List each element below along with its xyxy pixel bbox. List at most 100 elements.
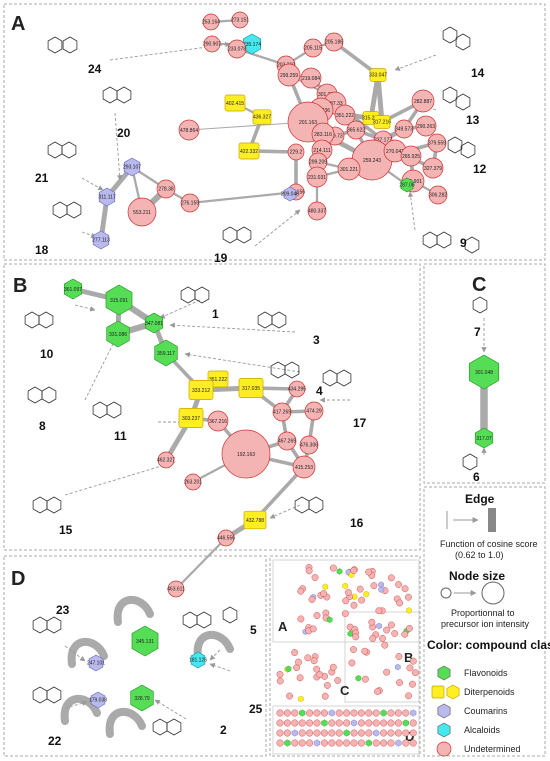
node-label: 436.327 [253,114,271,120]
compound-number-17: 17 [353,416,367,430]
compound-number-16: 16 [350,516,364,530]
edge-a-44 [188,190,298,205]
overview-node [285,665,292,673]
structure-ring-19 [180,286,196,304]
structure-ring-41 [32,616,48,634]
network-node-a-40: 287.06 [399,177,415,193]
network-node-a-41: 306.282 [428,185,448,205]
structure-ring-12 [442,86,458,104]
structure-ring-26 [38,311,54,329]
network-node-b-1: 315.091 [105,284,133,316]
structure-ring-8 [222,226,238,244]
overview-node [276,719,284,727]
structure-ring-32 [336,369,352,387]
network-node-a-7: 205.186 [324,32,344,52]
overview-node [350,646,357,653]
node-label: 349.573 [395,126,413,132]
self-loop-edge-1 [67,637,108,668]
node-label: 259.243 [363,158,381,164]
overview-node [297,615,305,623]
network-node-b-21: 463.611 [167,580,185,598]
overview-letter-a: A [278,619,288,634]
structure-ring-25 [24,311,40,329]
structure-ring-23 [270,361,286,379]
overview-node [343,719,351,727]
structure-ring-28 [41,386,57,404]
network-node-d-2: 181.126 [189,651,207,669]
compound-number-13: 13 [466,113,480,127]
overview-node [291,709,299,717]
overview-node [304,654,312,662]
overview-node [308,596,316,603]
legend-class-label: Diterpenoids [464,687,515,697]
overview-node [380,709,387,717]
overview-node [283,719,291,727]
overview-node [380,719,388,727]
overview-node [311,574,319,581]
large-node-icon [481,581,505,605]
overview-node [320,729,328,737]
overview-node [383,626,391,634]
node-label: 219.084 [302,76,320,82]
overview-node [276,729,284,737]
network-node-a-49: 311.117 [98,187,116,207]
compound-number-21: 21 [35,171,49,185]
overview-node [372,739,380,747]
legend-node-size-desc-2: precursor ion intensity [441,619,530,629]
network-node-a-31: 327.379 [422,157,444,179]
overview-node [296,674,304,682]
panel-b-letter: B [13,275,27,297]
network-node-a-4: 233.078 [227,39,247,59]
structure-arrows [64,41,487,720]
structure-arrow-5 [394,54,437,71]
self-loop-edge-2 [193,630,234,661]
overview-node [313,719,321,727]
overview-node [383,668,391,676]
overview-node [361,647,369,655]
network-node-a-1: 273.151 [231,11,249,29]
overview-node [365,568,373,576]
legend-edge-desc-1: Function of cosine score [440,539,538,549]
overview-node [409,719,417,727]
overview-node [402,739,410,747]
structure-arrow-20 [209,649,221,661]
overview-node [306,739,314,747]
network-node-a-12: 219.084 [300,67,322,89]
structure-ring-14 [447,136,463,154]
overview-node [336,568,343,575]
overview-node [358,596,366,604]
structure-ring-0 [47,36,63,54]
structure-ring-30 [106,401,122,419]
overview-node [306,719,314,727]
structure-arrow-2 [81,177,104,191]
network-node-a-32: 229.2 [287,143,305,161]
node-label: 367.216 [209,419,227,425]
network-node-b-4: 359.117 [154,339,178,367]
structure-arrow-24 [154,699,187,720]
overview-node [350,601,358,609]
node-label: 287.06 [399,182,415,188]
legend-class-alcaloids: Alcaloids [437,722,501,738]
overview-node [283,709,291,717]
legend-color-title: Color: compound class [427,638,550,652]
overview-node [370,582,378,590]
overview-node [297,587,305,595]
compound-number-24: 24 [88,62,102,76]
overview-node [284,739,291,747]
overview-node [305,567,313,575]
network-node-a-47: 553.211 [127,197,157,227]
overview-node [357,719,365,727]
legend-class-coumarins: Coumarins [437,703,508,719]
legend-square-icon [431,685,445,699]
overview-node [394,709,402,717]
node-label: 463.611 [167,586,185,592]
panel-a-letter: A [11,13,25,35]
compound-number-3: 3 [313,333,320,347]
overview-node [368,618,376,626]
network-node-a-9: 402.415 [224,94,246,112]
network-node-a-8: 333.047 [369,68,387,82]
compound-number-18: 18 [35,243,49,257]
overview-node [350,729,358,737]
node-label: 299.259 [280,73,298,79]
